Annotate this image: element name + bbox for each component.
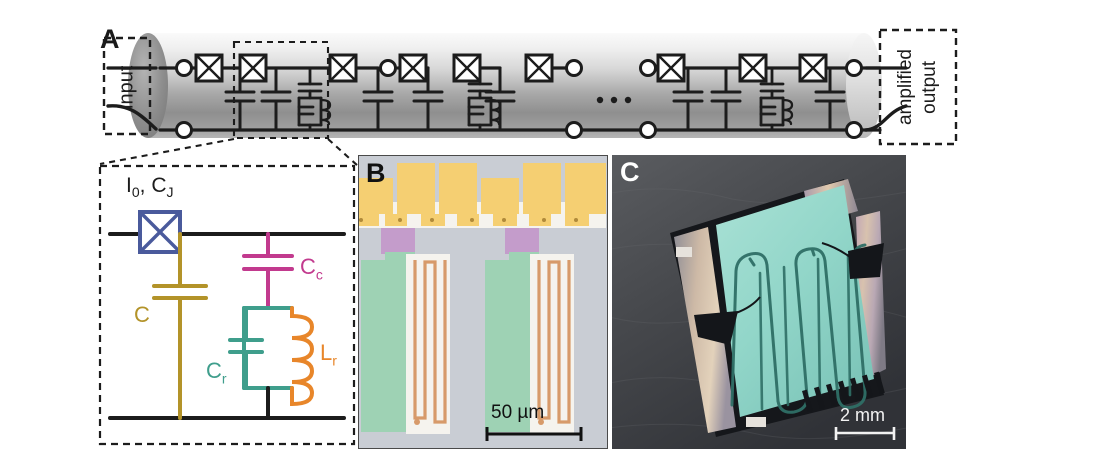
panel-c-scalebar: [834, 427, 896, 440]
output-box: [878, 28, 958, 146]
meander-inductor-vias: [414, 419, 544, 425]
ground-pads: [359, 163, 607, 214]
io-tapers: [694, 243, 884, 345]
inset-capacitor-cc: [242, 232, 294, 310]
panel-a-svg: [102, 28, 958, 146]
panel-c-scalebar-label: 2 mm: [840, 405, 885, 425]
terminal-nodes: [175, 59, 863, 139]
inset-circuit-diagram: I0, CJ C Cc Cr Lr: [96, 162, 358, 448]
shunt-capacitor-plates: [361, 252, 539, 432]
output-label-group: amplified output: [884, 36, 952, 138]
input-label: input: [115, 65, 138, 109]
inductor-dielectric: [406, 254, 574, 434]
inset-capacitor-cr: [228, 306, 294, 390]
inset-label-lr: Lr: [320, 340, 337, 368]
junction-label-i-sub: 0: [131, 184, 140, 201]
inset-label-c: C: [134, 302, 150, 327]
inset-inductor-lr: [290, 306, 315, 407]
label-cr-main: C: [206, 358, 222, 383]
meander-inductors: [413, 260, 571, 424]
panel-a-schematic: input amplified output: [0, 0, 1010, 150]
output-label-line2: output: [919, 60, 940, 114]
label-cc-main: C: [300, 254, 316, 279]
junction-label-i: I: [126, 174, 132, 197]
resonator-loads: [297, 66, 794, 132]
ellipsis-dots: [596, 96, 632, 104]
inset-svg: [98, 164, 356, 446]
inset-label-cr: Cr: [206, 358, 227, 386]
panel-c-svg: [612, 155, 906, 449]
panel-b-right-margin: [578, 254, 606, 434]
panel-c-photograph: 2 mm: [612, 155, 906, 449]
inset-josephson-junction: [138, 210, 182, 254]
panel-b-svg: [359, 156, 607, 447]
junction-regions: [381, 228, 539, 254]
transmission-line-meander-secondary: [758, 253, 852, 411]
panel-b-micrograph: 50 µm: [358, 155, 608, 449]
output-label-line1: amplified: [895, 48, 916, 126]
junction-dots: [359, 218, 578, 222]
unit-cell-highlight-box: [232, 40, 330, 140]
transmission-line-meander: [730, 243, 867, 414]
label-cr-sub: r: [221, 370, 227, 387]
inset-connector-lines: [99, 137, 359, 167]
panel-c-letter: C: [620, 157, 640, 187]
josephson-junction-symbols: [194, 53, 828, 83]
label-cc-sub: c: [315, 266, 323, 283]
label-lr-main: L: [320, 340, 333, 365]
bond-pad-comb: [802, 371, 885, 413]
inset-rails: [108, 232, 346, 420]
inset-capacitor-c: [152, 232, 208, 420]
junction-label-cj: C: [151, 174, 167, 197]
junction-label-comma: ,: [139, 174, 152, 197]
corner-marks: [676, 247, 766, 427]
junction-label-cj-sub: J: [166, 184, 174, 201]
io-bond-wires: [735, 242, 851, 314]
panel-b-letter: B: [366, 158, 386, 188]
inset-label-cc: Cc: [300, 254, 323, 282]
inset-junction-label: I0, CJ: [126, 174, 173, 200]
panel-b-scalebar: [485, 427, 583, 441]
label-lr-sub: r: [332, 352, 337, 369]
panel-b-scalebar-label: 50 µm: [491, 402, 545, 423]
